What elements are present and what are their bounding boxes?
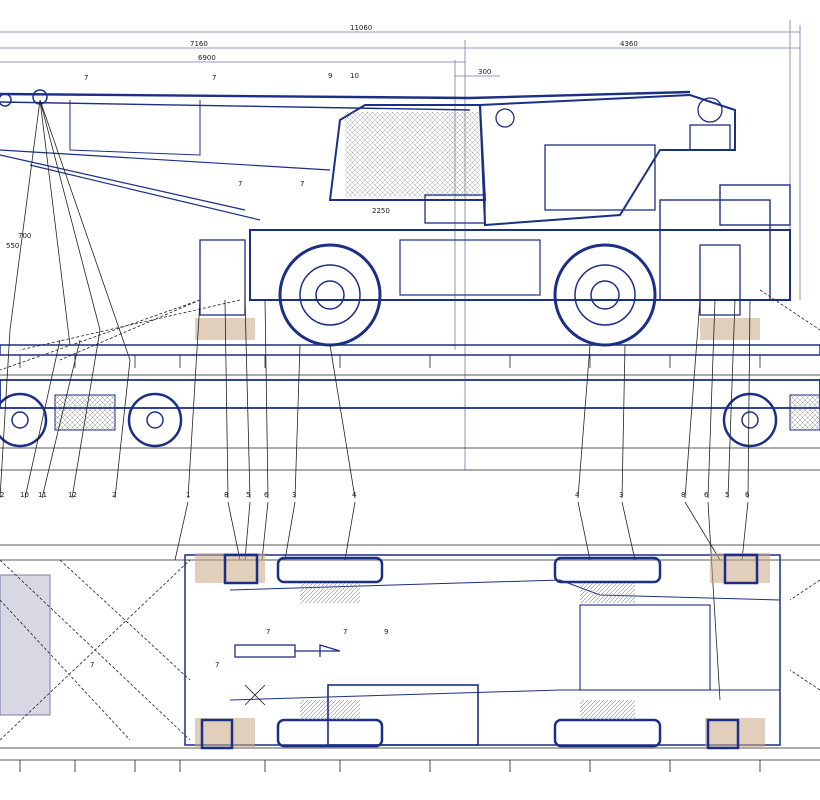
- dim-right: 4360: [620, 40, 638, 48]
- callout-row-plan: 2 10 11 12 2 1 8 5 6 3 4 4 3 8 6 5 6: [0, 491, 750, 499]
- crane-wheel-front: [278, 243, 382, 347]
- callout-12: 12: [68, 491, 77, 499]
- leader-lines: [0, 299, 751, 701]
- callout-2b: 2: [112, 491, 116, 499]
- callout-6a: 6: [264, 491, 269, 499]
- callout-row-elevation: 7 7 9 10 7 7: [84, 72, 359, 188]
- callout-7-top-a: 7: [84, 74, 88, 82]
- callout-7-plan-c: 7: [266, 628, 270, 636]
- dim-offset: 300: [478, 68, 491, 76]
- dim-700: 700: [18, 232, 31, 240]
- dim-inner: 6900: [198, 54, 216, 62]
- callout-6b: 6: [704, 491, 709, 499]
- callout-1: 1: [186, 491, 190, 499]
- callout-9-plan: 9: [384, 628, 388, 636]
- dim-550: 550: [6, 242, 19, 250]
- callout-11: 11: [38, 491, 47, 499]
- callout-7-mid-b: 7: [300, 180, 304, 188]
- callout-plan-inner: 7 7 7 7 9: [90, 628, 388, 669]
- callout-10: 10: [20, 491, 29, 499]
- callout-7-top-b: 7: [212, 74, 216, 82]
- callout-7-plan-a: 7: [90, 661, 94, 669]
- tie-down-cables-side: [0, 289, 820, 371]
- plan-ticks: [19, 760, 761, 772]
- callout-6c: 6: [745, 491, 750, 499]
- callout-5a: 5: [246, 491, 250, 499]
- callout-4b: 4: [575, 491, 580, 499]
- callout-10-top: 10: [350, 72, 359, 80]
- callout-7-plan-d: 7: [343, 628, 347, 636]
- flatcar-side-view: [0, 344, 820, 471]
- callout-9-top: 9: [328, 72, 332, 80]
- crane-wheel-rear: [553, 243, 657, 347]
- dim-overall: 11060: [350, 24, 372, 32]
- wheel-footprints: [276, 556, 662, 748]
- crane-side-view: [0, 89, 791, 361]
- callout-3a: 3: [292, 491, 296, 499]
- callout-8a: 8: [224, 491, 228, 499]
- callout-8b: 8: [681, 491, 685, 499]
- callout-7-plan-b: 7: [215, 661, 219, 669]
- bogie-left: [0, 392, 183, 448]
- outrigger-pads: [195, 553, 770, 750]
- callout-7-mid-a: 7: [238, 180, 242, 188]
- dim-2250: 2250: [372, 207, 390, 215]
- dim-left: 7160: [190, 40, 208, 48]
- callout-4a: 4: [352, 491, 357, 499]
- callout-3b: 3: [619, 491, 623, 499]
- callout-2a: 2: [0, 491, 4, 499]
- callout-5b: 5: [725, 491, 729, 499]
- bogie-right: [722, 392, 820, 448]
- plan-view: [0, 544, 820, 761]
- dimension-lines: [0, 20, 801, 470]
